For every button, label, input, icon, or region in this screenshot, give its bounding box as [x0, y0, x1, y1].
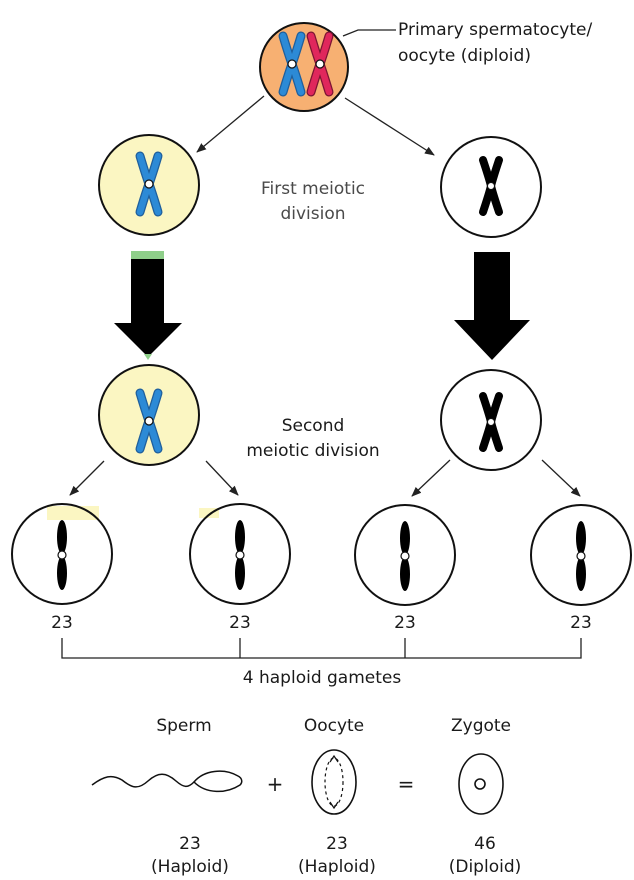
arrow-to-gamete-1	[69, 460, 105, 496]
oocyte-count: 23	[326, 834, 348, 854]
gamete-3	[354, 504, 456, 606]
sperm-ploidy: (Haploid)	[151, 857, 229, 877]
oocyte-ploidy: (Haploid)	[298, 857, 376, 877]
first-division-label-line1: First meiotic	[261, 179, 365, 199]
gamete-2	[189, 503, 291, 605]
sperm-icon	[91, 770, 243, 793]
zygote-icon	[458, 753, 504, 815]
gamete-4	[530, 504, 632, 606]
oocyte-icon	[311, 749, 357, 815]
arrow-to-left-cell	[196, 95, 265, 153]
big-arrow-right	[454, 252, 530, 360]
zygote-ploidy: (Diploid)	[449, 857, 522, 877]
first-division-label-line2: division	[280, 204, 345, 224]
zygote-count: 46	[474, 834, 496, 854]
arrow-to-gamete-2	[205, 460, 239, 496]
plus-symbol: +	[267, 772, 284, 796]
sperm-count: 23	[179, 834, 201, 854]
second-division-label-line2: meiotic division	[246, 441, 379, 461]
gametes-label: 4 haploid gametes	[243, 668, 402, 688]
gamete-count-2: 23	[229, 613, 251, 633]
oocyte-title: Oocyte	[304, 716, 364, 736]
second-division-right-cell	[440, 369, 542, 471]
equals-symbol: =	[398, 772, 415, 796]
primary-label-line2: oocyte (diploid)	[398, 46, 531, 66]
primary-label-leader	[342, 29, 396, 37]
second-division-left-cell	[98, 364, 200, 466]
blue-chromosome	[278, 31, 306, 97]
gametes-bracket	[61, 638, 582, 659]
gamete-count-4: 23	[570, 613, 592, 633]
gamete-count-1: 23	[51, 613, 73, 633]
arrow-to-gamete-4	[541, 459, 581, 497]
sperm-title: Sperm	[156, 716, 211, 736]
primary-label-line1: Primary spermatocyte/	[398, 20, 592, 40]
gamete-1	[11, 503, 113, 605]
arrow-to-gamete-3	[411, 459, 451, 497]
first-division-right-cell	[440, 136, 542, 238]
primary-cell	[259, 22, 349, 112]
second-division-label-line1: Second	[282, 416, 345, 436]
red-chromosome	[306, 31, 334, 97]
gamete-count-3: 23	[394, 613, 416, 633]
big-arrow-left	[114, 251, 182, 360]
zygote-title: Zygote	[451, 716, 511, 736]
arrow-to-right-cell	[344, 97, 435, 156]
first-division-left-cell	[98, 134, 200, 236]
